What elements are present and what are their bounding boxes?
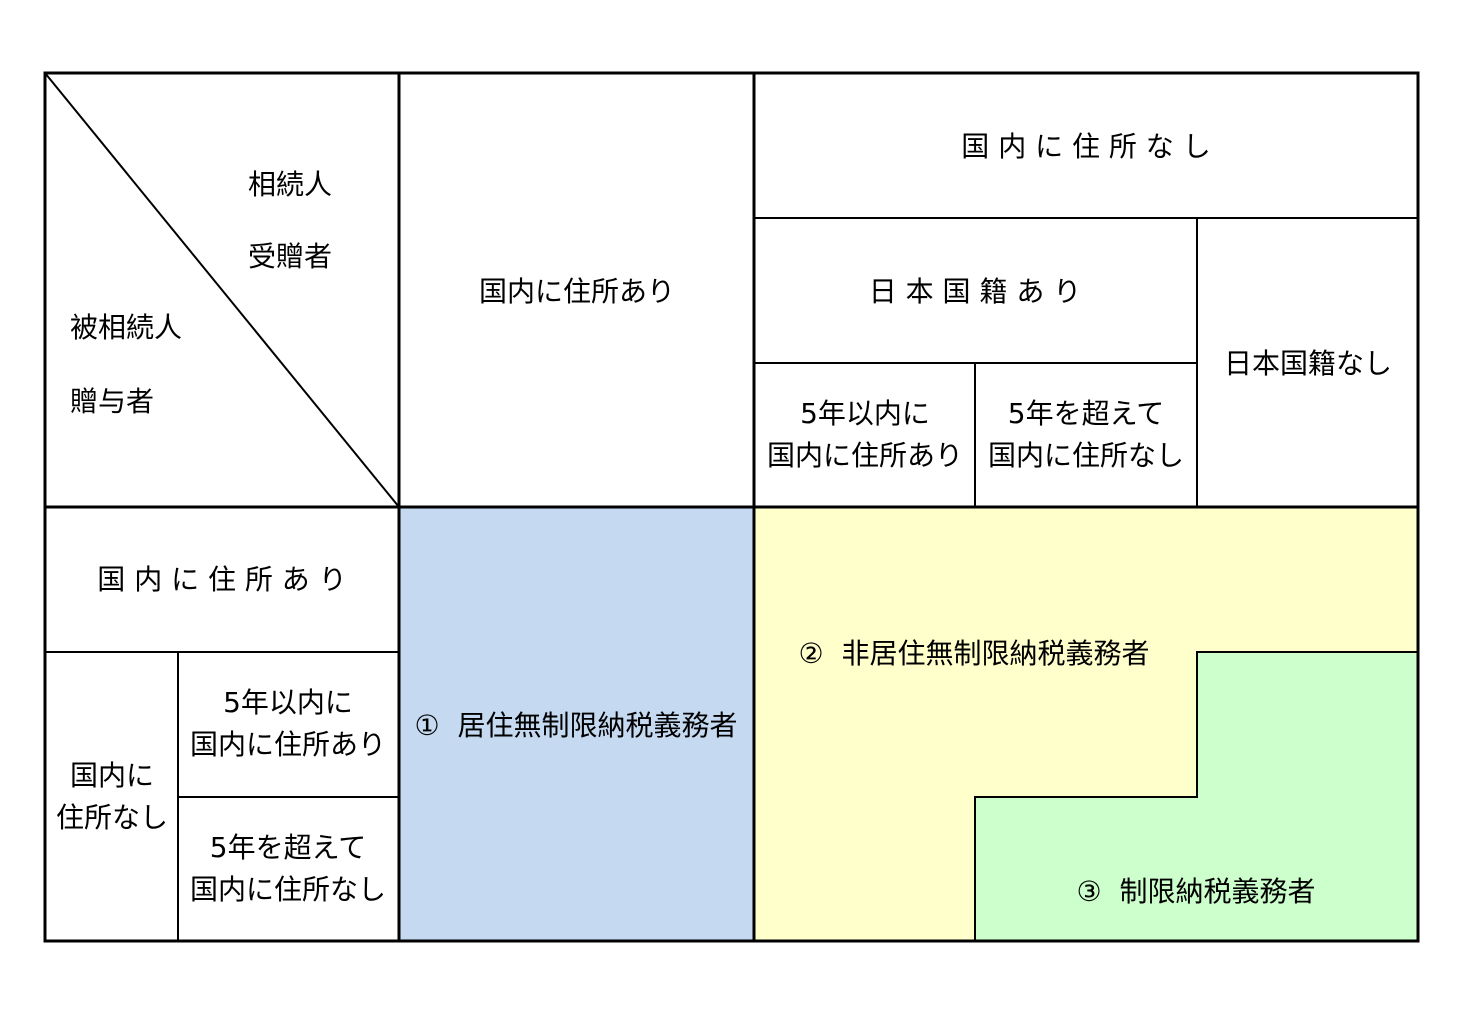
row-within-5-years-line1: 5年以内に	[223, 686, 353, 719]
col-within-5-years: 5年以内に 国内に住所あり	[767, 393, 963, 477]
row-within-5-years-line2: 国内に住所あり	[189, 728, 387, 761]
row-domestic-address: 国 内 に 住 所 あ り	[97, 563, 347, 596]
col-within-5-years-line2: 国内に住所あり	[766, 439, 964, 472]
limited-region-upper	[1197, 652, 1418, 797]
resident-unlimited-label: ① 居住無制限納税義務者	[414, 709, 738, 742]
resident-unlimited-region	[399, 507, 754, 941]
donor-label: 贈与者	[70, 385, 155, 418]
decedent-label: 被相続人	[70, 311, 183, 344]
limited-region-lower	[975, 797, 1418, 941]
donee-label: 受贈者	[248, 240, 333, 273]
col-over-5-years-line2: 国内に住所なし	[987, 439, 1185, 472]
row-over-5-years: 5年を超えて 国内に住所なし	[190, 827, 386, 911]
col-no-japanese-nationality: 日本国籍なし	[1223, 347, 1393, 380]
col-over-5-years-line1: 5年を超えて	[1007, 397, 1165, 430]
heir-label: 相続人	[248, 168, 333, 201]
col-over-5-years: 5年を超えて 国内に住所なし	[988, 393, 1184, 477]
col-japanese-nationality: 日 本 国 籍 あ り	[868, 275, 1082, 308]
non-resident-unlimited-label: ② 非居住無制限納税義務者	[798, 637, 1150, 670]
row-within-5-years: 5年以内に 国内に住所あり	[190, 682, 386, 766]
row-no-domestic-address: 国内に 住所なし	[56, 755, 168, 839]
col-within-5-years-line1: 5年以内に	[800, 397, 930, 430]
row-over-5-years-line2: 国内に住所なし	[189, 873, 387, 906]
row-no-domestic-address-line2: 住所なし	[55, 801, 169, 834]
row-over-5-years-line1: 5年を超えて	[209, 831, 367, 864]
limited-label: ③ 制限納税義務者	[1076, 875, 1316, 908]
col-domestic-address: 国内に住所あり	[478, 275, 676, 308]
row-no-domestic-address-line1: 国内に	[69, 759, 155, 792]
col-no-domestic-address: 国 内 に 住 所 な し	[961, 130, 1211, 163]
